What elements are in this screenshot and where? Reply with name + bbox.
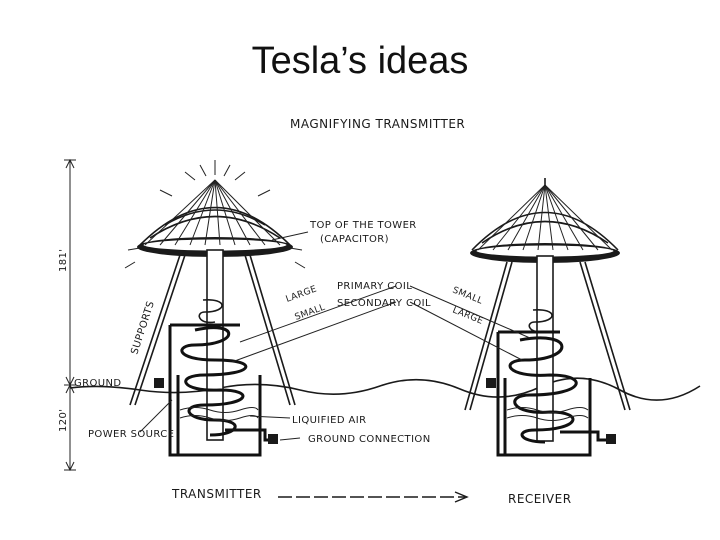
transmitter-label: TRANSMITTER: [171, 487, 262, 501]
slide-title: Tesla’s ideas: [251, 40, 469, 82]
small-left-label: SMALL: [294, 303, 327, 323]
receiver-ground-box: [606, 434, 616, 444]
height-181-label: 181': [58, 249, 69, 272]
secondary-coil-label: SECONDARY COIL: [337, 298, 431, 309]
top-of-tower-label: TOP OF THE TOWER: [309, 220, 417, 231]
leader-lines: [139, 231, 531, 441]
capacitor-label: (CAPACITOR): [320, 234, 389, 245]
transmit-arrow: [278, 491, 469, 503]
diagram-heading: MAGNIFYING TRANSMITTER: [290, 117, 465, 131]
transmitter-coils: [180, 299, 248, 437]
transmitter-tower: [124, 160, 306, 457]
large-right-label: LARGE: [451, 306, 485, 327]
receiver-terminal-box: [486, 378, 496, 388]
transmitter-dome: [124, 160, 306, 269]
ground-connection-label: GROUND CONNECTION: [308, 434, 431, 445]
small-right-label: SMALL: [451, 286, 484, 307]
power-source-label: POWER SOURCE: [88, 429, 174, 440]
height-120-label: 120': [58, 409, 69, 432]
power-source-box: [154, 378, 164, 388]
ground-connection-box: [268, 434, 278, 444]
supports-label: SUPPORTS: [129, 300, 157, 356]
ground-label: GROUND: [74, 378, 121, 389]
receiver-label: RECEIVER: [508, 492, 572, 506]
magnifying-transmitter-diagram: MAGNIFYING TRANSMITTER 181' 120' GROUND: [58, 117, 701, 506]
liquified-air-label: LIQUIFIED AIR: [292, 415, 367, 426]
height-dimension: [64, 158, 76, 472]
large-left-label: LARGE: [285, 284, 319, 304]
ground-line: [69, 377, 701, 401]
receiver-tower: [464, 178, 631, 457]
primary-coil-label: PRIMARY COIL: [337, 281, 412, 292]
receiver-dome: [470, 178, 620, 263]
